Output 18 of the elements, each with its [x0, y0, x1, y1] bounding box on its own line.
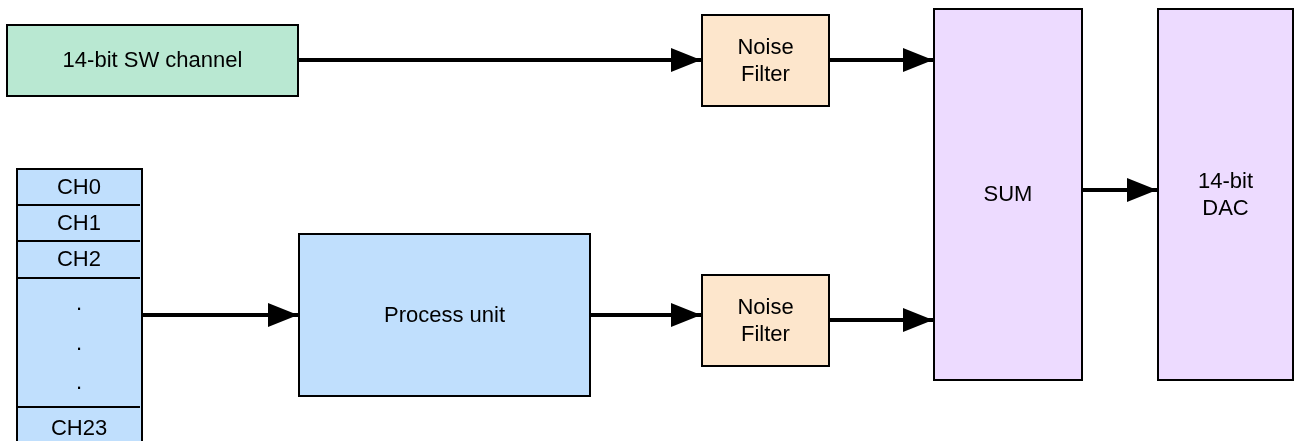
arrow [1083, 178, 1157, 202]
sum-box: SUM [933, 8, 1083, 381]
arrow [830, 308, 933, 332]
ellipsis-row: . . . [18, 279, 140, 408]
arrow [299, 48, 701, 72]
channel-stack [16, 168, 143, 441]
channel-row: CH23 [18, 408, 140, 441]
process-box: Process unit [298, 233, 591, 397]
arrow [143, 303, 298, 327]
filter-box: Noise Filter [701, 274, 830, 367]
channel-row: CH0 [18, 170, 140, 206]
channel-box: 14-bit SW channel [6, 24, 299, 97]
arrow [830, 48, 933, 72]
filter-box: Noise Filter [701, 14, 830, 107]
channel-row: CH2 [18, 242, 140, 279]
dac-box: 14-bit DAC [1157, 8, 1294, 381]
channel-row: CH1 [18, 206, 140, 242]
arrow [591, 303, 701, 327]
